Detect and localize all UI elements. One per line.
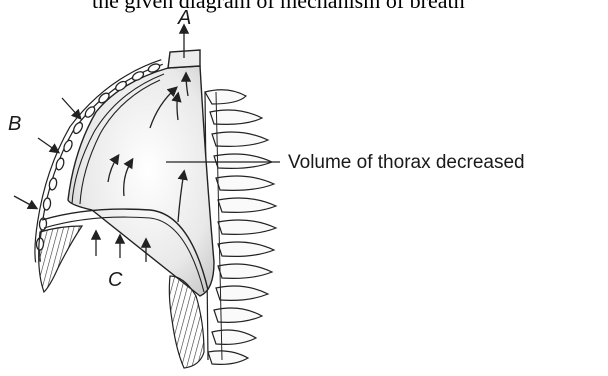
thoracic-cavity: [68, 66, 214, 296]
caption-text: the given diagram of mechanism of breath: [92, 0, 465, 13]
label-c: C: [108, 269, 123, 291]
abdominal-muscle-left: [39, 226, 82, 292]
label-a: A: [177, 7, 191, 29]
vertebral-column: [205, 90, 276, 365]
label-thorax: Volume of thorax decreased: [288, 152, 525, 173]
label-b: B: [8, 113, 21, 135]
